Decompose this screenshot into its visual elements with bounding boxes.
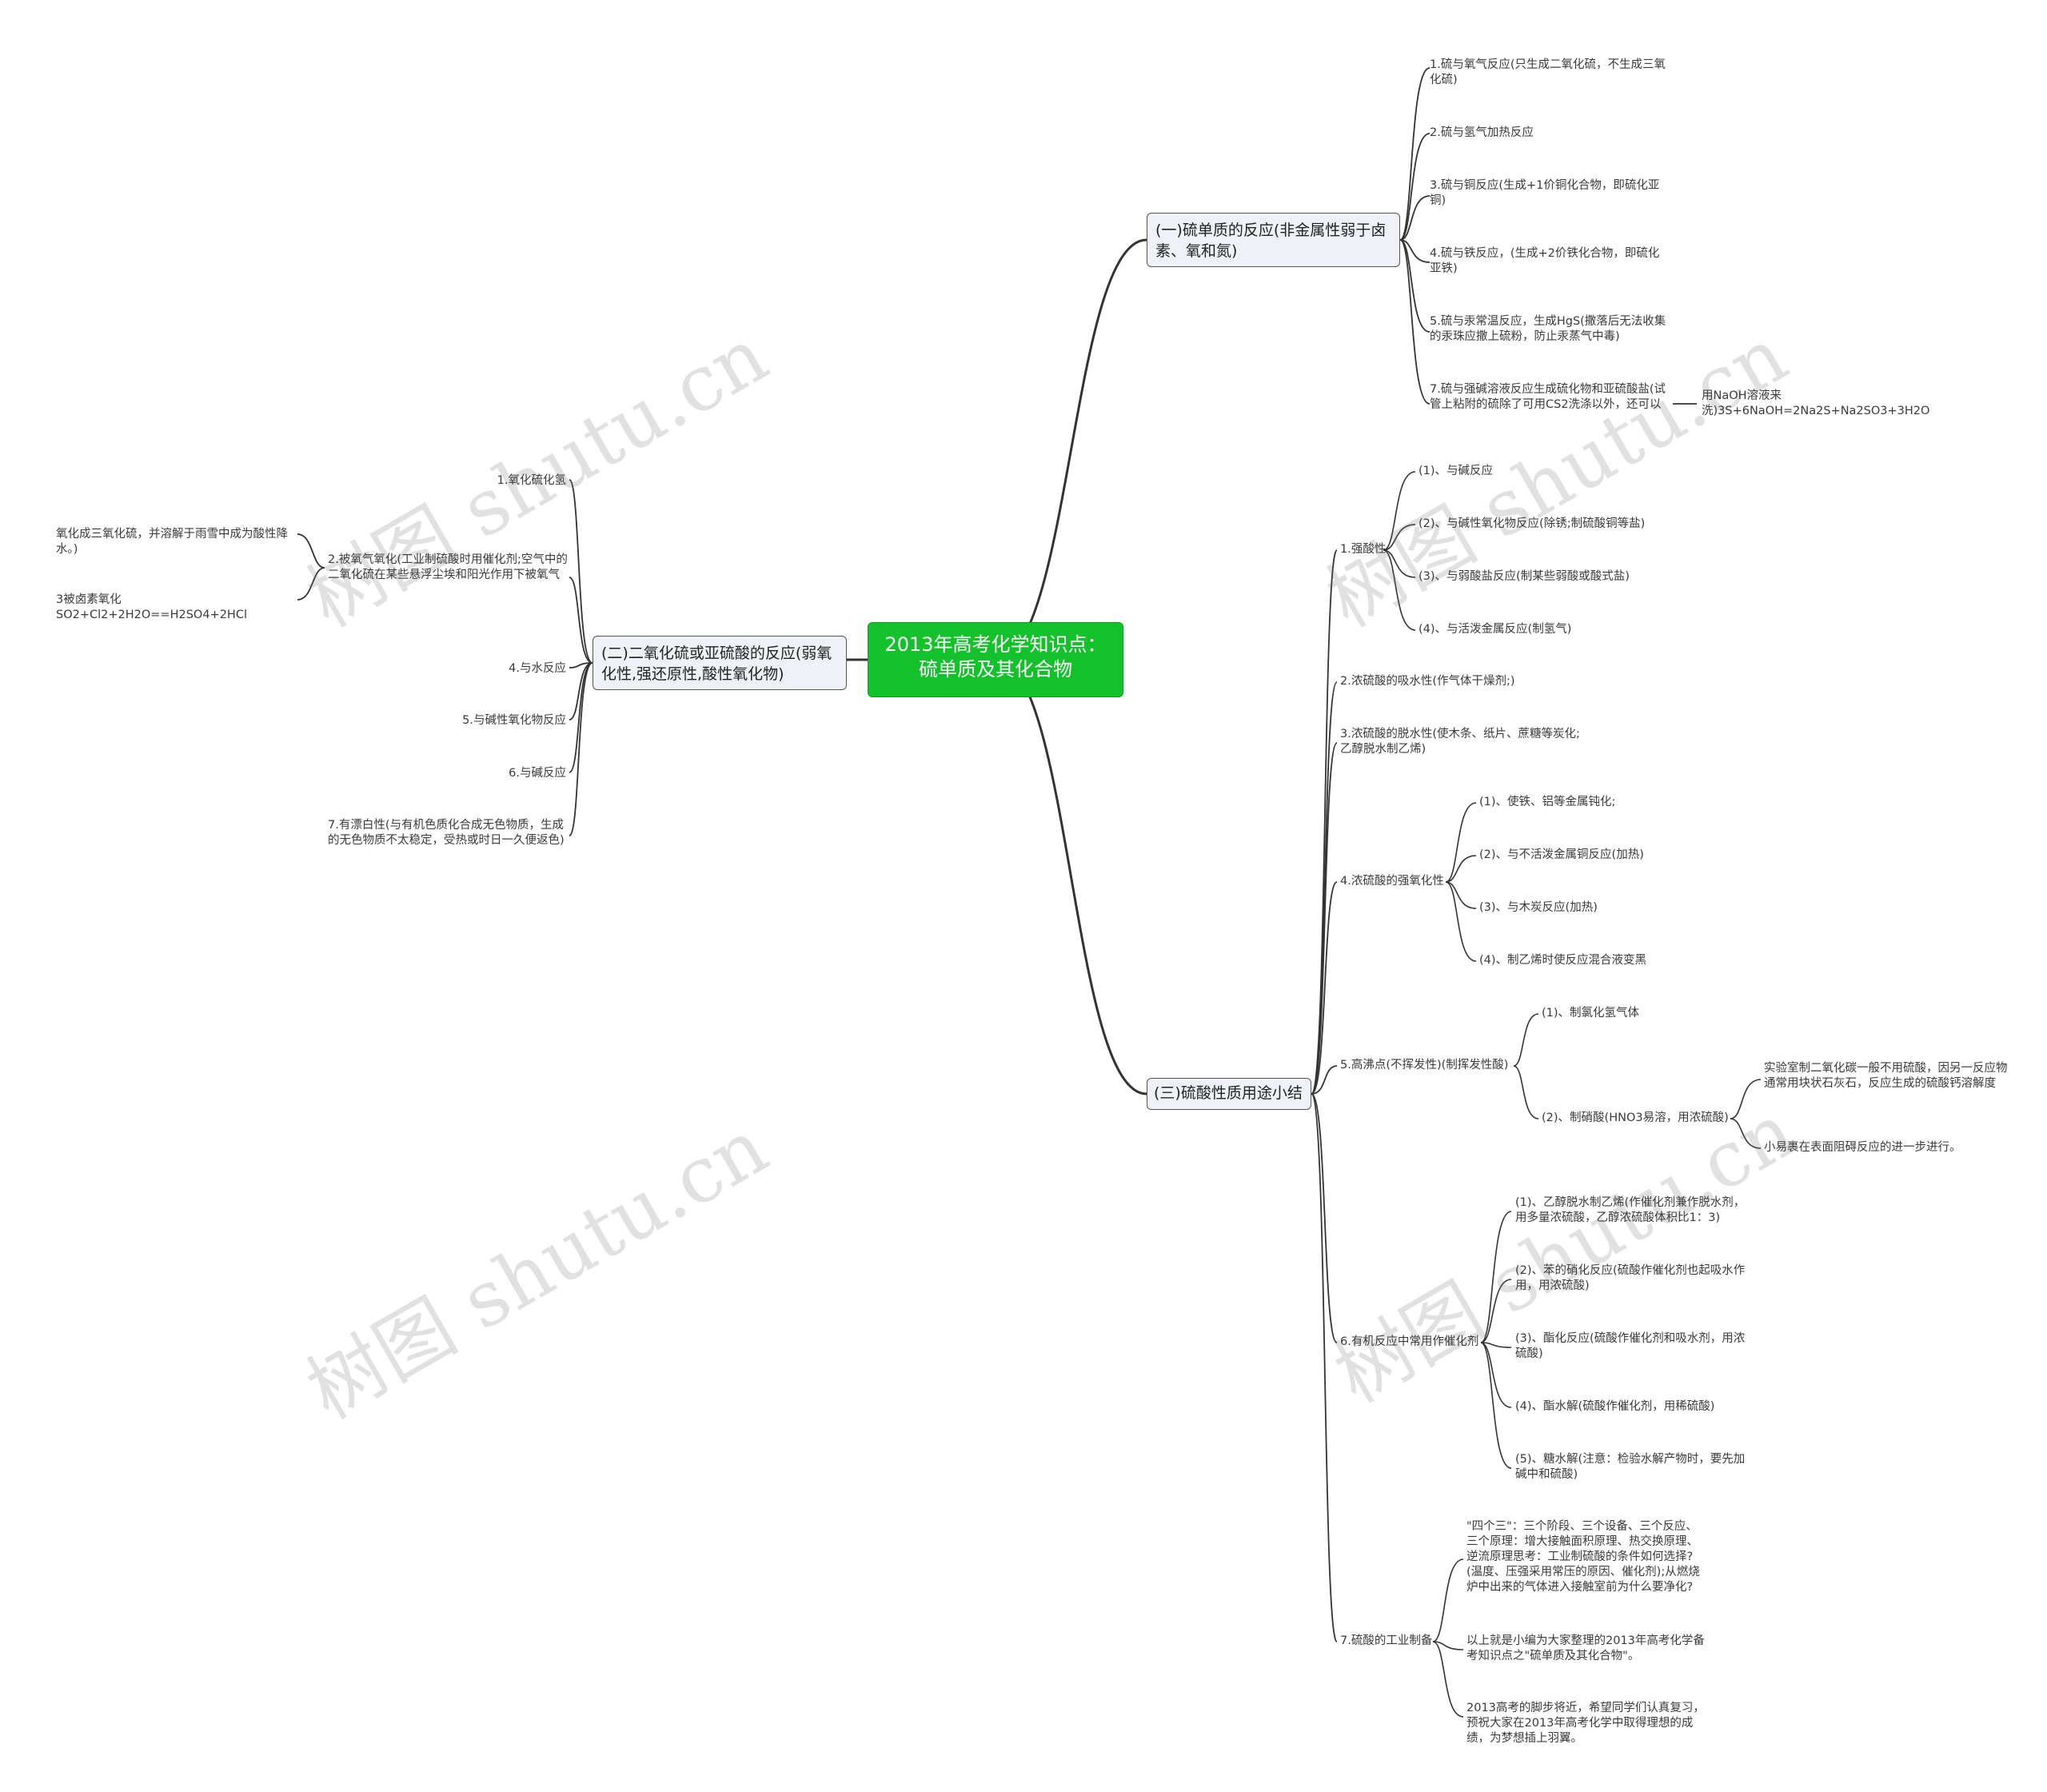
g6-fan xyxy=(1480,1342,1512,1348)
g4-fan xyxy=(1445,881,1477,909)
root-to-branch3 xyxy=(995,658,1147,1096)
branch2-fan xyxy=(569,662,593,773)
g6-fan xyxy=(1480,1342,1512,1469)
b3-g5[interactable]: 5.高沸点(不挥发性)(制挥发性酸) xyxy=(1340,1059,1509,1072)
b3-g4-item-2[interactable]: (2)、与不活泼金属铜反应(加热) xyxy=(1479,848,1644,861)
branch2-fan xyxy=(569,662,593,836)
branch2-fan xyxy=(569,662,593,720)
branch2-sub-fan xyxy=(297,567,325,601)
g4-fan xyxy=(1445,802,1477,883)
b1-item-1[interactable]: 1.硫与氧气反应(只生成二氧化硫，不生成三氧化硫) xyxy=(1430,58,1666,86)
b3-g5-sub-1[interactable]: 实验室制二氧化碳一般不用硫酸，因另一反应物通常用块状石灰石，反应生成的硫酸钙溶解… xyxy=(1764,1062,2008,1090)
g1-fan xyxy=(1383,549,1416,578)
branch2-fan xyxy=(569,479,593,664)
b3-g7-item-3[interactable]: 2013高考的脚步将近，希望同学们认真复习，预祝大家在2013年高考化学中取得理… xyxy=(1466,1702,1705,1745)
branch-so2-reactions[interactable]: (二)二氧化硫或亚硫酸的反应(弱氧化性,强还原性,酸性氧化物) xyxy=(593,636,847,690)
b3-g3[interactable]: 3.浓硫酸的脱水性(使木条、纸片、蔗糖等炭化;乙醇脱水制乙烯) xyxy=(1340,728,1580,756)
b2-item-2-sub-1[interactable]: 氧化成三氧化硫，并溶解于雨雪中成为酸性降水。) xyxy=(56,528,288,556)
g1-fan xyxy=(1383,549,1416,631)
branch3-fan xyxy=(1311,549,1338,1095)
branch2-fan xyxy=(569,577,593,664)
g6-fan xyxy=(1480,1279,1512,1343)
b3-g1-item-3[interactable]: (3)、与弱酸盐反应(制某些弱酸或酸式盐) xyxy=(1419,570,1630,583)
b3-g4[interactable]: 4.浓硫酸的强氧化性 xyxy=(1340,875,1444,888)
b1-item-5[interactable]: 5.硫与汞常温反应，生成HgS(撒落后无法收集的汞珠应撒上硫粉，防止汞蒸气中毒) xyxy=(1430,315,1666,343)
b3-g6-item-1[interactable]: (1)、乙醇脱水制乙烯(作催化剂兼作脱水剂，用多量浓硫酸，乙醇浓硫酸体积比1：3… xyxy=(1515,1196,1746,1224)
g1-fan xyxy=(1383,471,1416,551)
b3-g4-item-1[interactable]: (1)、使铁、铝等金属钝化; xyxy=(1479,796,1616,808)
b3-g6-item-3[interactable]: (3)、酯化反应(硫酸作催化剂和吸水剂，用浓硫酸) xyxy=(1515,1332,1746,1360)
branch1-fan xyxy=(1399,239,1431,333)
b2-item-4[interactable]: 4.与水反应 xyxy=(509,662,566,675)
b3-g6[interactable]: 6.有机反应中常用作催化剂 xyxy=(1340,1335,1479,1348)
b1-item-3[interactable]: 3.硫与铜反应(生成+1价铜化合物，即硫化亚铜) xyxy=(1430,179,1660,207)
branch1-fan xyxy=(1399,133,1431,241)
branch1-fan xyxy=(1399,239,1431,405)
b1-item-4[interactable]: 4.硫与铁反应，(生成+2价铁化合物，即硫化亚铁) xyxy=(1430,247,1660,275)
branch-sulfur-reactions[interactable]: (一)硫单质的反应(非金属性弱于卤素、氧和氮) xyxy=(1147,213,1400,267)
b1-item-7-sub[interactable]: 用NaOH溶液来洗)3S+6NaOH=2Na2S+Na2SO3+3H2O xyxy=(1702,389,1930,417)
b2-item-1[interactable]: 1.氧化硫化氢 xyxy=(497,474,566,487)
branch3-fan xyxy=(1311,881,1338,1095)
branch3-fan xyxy=(1311,1093,1338,1343)
b3-g1-item-1[interactable]: (1)、与碱反应 xyxy=(1419,465,1494,477)
b3-g2[interactable]: 2.浓硫酸的吸水性(作气体干燥剂;) xyxy=(1340,675,1515,688)
b3-g7-item-1[interactable]: "四个三"：三个阶段、三个设备、三个反应、三个原理：增大接触面积原理、热交换原理… xyxy=(1466,1520,1700,1594)
g6-fan xyxy=(1480,1211,1512,1343)
g7-fan xyxy=(1432,1641,1464,1650)
b3-g1-item-2[interactable]: (2)、与碱性氧化物反应(除锈;制硫酸铜等盐) xyxy=(1419,517,1646,530)
g7-fan xyxy=(1432,1559,1464,1642)
branch2-fan xyxy=(569,662,593,669)
branch3-fan xyxy=(1311,1093,1338,1642)
b1-item-7[interactable]: 7.硫与强碱溶液反应生成硫化物和亚硫酸盐(试管上粘附的硫除了可用CS2洗涤以外，… xyxy=(1430,383,1666,411)
b2-item-7[interactable]: 7.有漂白性(与有机色质化合成无色物质，生成的无色物质不太稳定，受热或时日一久便… xyxy=(328,819,565,847)
b3-g5-sub-2[interactable]: 小易裹在表面阻碍反应的进一步进行。 xyxy=(1764,1141,1961,1154)
g7-fan xyxy=(1432,1641,1464,1718)
b1-item-2[interactable]: 2.硫与氢气加热反应 xyxy=(1430,126,1534,139)
b3-g7[interactable]: 7.硫酸的工业制备 xyxy=(1340,1634,1433,1647)
branch1-fan xyxy=(1399,195,1431,241)
g5-sub-fan xyxy=(1730,1079,1762,1120)
g6-fan xyxy=(1480,1342,1512,1408)
b2-item-6[interactable]: 6.与碱反应 xyxy=(509,767,566,780)
branch1-fan xyxy=(1399,67,1431,241)
b3-g7-item-2[interactable]: 以上就是小编为大家整理的2013年高考化学备考知识点之"硫单质及其化合物"。 xyxy=(1466,1634,1705,1662)
b3-g5-item-2[interactable]: (2)、制硝酸(HNO3易溶，用浓硫酸) xyxy=(1542,1112,1729,1124)
branch3-fan xyxy=(1311,1065,1338,1095)
b3-g6-item-4[interactable]: (4)、酯水解(硫酸作催化剂，用稀硫酸) xyxy=(1515,1400,1715,1413)
g5-sub-fan xyxy=(1730,1118,1762,1149)
b3-g6-item-2[interactable]: (2)、苯的硝化反应(硫酸作催化剂也起吸水作用，用浓硫酸) xyxy=(1515,1264,1746,1292)
b3-g5-item-1[interactable]: (1)、制氯化氢气体 xyxy=(1542,1007,1640,1020)
branch-sulfuric-acid[interactable]: (三)硫酸性质用途小结 xyxy=(1147,1078,1311,1110)
g5-fan xyxy=(1513,1013,1539,1067)
g4-fan xyxy=(1445,881,1477,962)
g4-fan xyxy=(1445,855,1477,883)
b3-g4-item-4[interactable]: (4)、制乙烯时使反应混合液变黑 xyxy=(1479,954,1647,967)
root-topic[interactable]: 2013年高考化学知识点：硫单质及其化合物 xyxy=(868,622,1123,697)
root-to-branch1 xyxy=(995,238,1147,661)
branch2-sub-fan xyxy=(297,533,325,569)
b3-g1[interactable]: 1.强酸性 xyxy=(1340,543,1387,556)
b2-item-2[interactable]: 2.被氧气氧化(工业制硫酸时用催化剂;空气中的二氧化硫在某些悬浮尘埃和阳光作用下… xyxy=(328,553,568,581)
branch3-fan xyxy=(1311,742,1338,1095)
b3-g1-item-4[interactable]: (4)、与活泼金属反应(制氢气) xyxy=(1419,623,1572,636)
b2-item-2-sub-2[interactable]: 3被卤素氧化SO2+Cl2+2H2O==H2SO4+2HCl xyxy=(56,593,247,621)
b2-item-5[interactable]: 5.与碱性氧化物反应 xyxy=(462,714,566,727)
b3-g6-item-5[interactable]: (5)、糖水解(注意：检验水解产物时，要先加碱中和硫酸) xyxy=(1515,1453,1746,1481)
g1-fan xyxy=(1383,524,1416,551)
g5-fan xyxy=(1513,1065,1539,1120)
branch1-fan xyxy=(1399,239,1431,263)
b3-g4-item-3[interactable]: (3)、与木炭反应(加热) xyxy=(1479,901,1598,914)
